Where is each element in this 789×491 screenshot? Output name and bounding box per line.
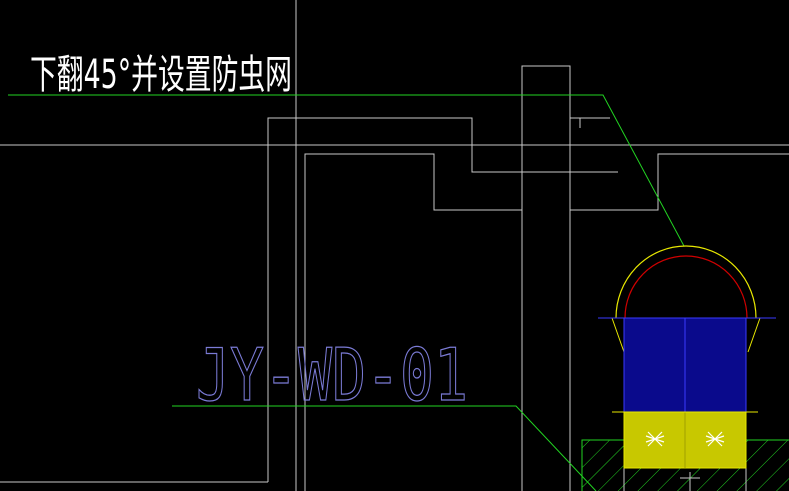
tag-leader-line (172, 405, 597, 491)
leader-lines (8, 94, 685, 491)
annotation-text: 下翻45°并设置防虫网 (30, 52, 292, 98)
yellow-block (612, 411, 758, 469)
tag-label: JY-WD-01 (196, 333, 468, 417)
annotation-leader-line (8, 94, 685, 247)
weld-cross-icon (645, 431, 725, 447)
screen-hood (611, 245, 761, 353)
hood-inner-arc (624, 255, 748, 319)
hood-outer-arc (615, 245, 757, 319)
